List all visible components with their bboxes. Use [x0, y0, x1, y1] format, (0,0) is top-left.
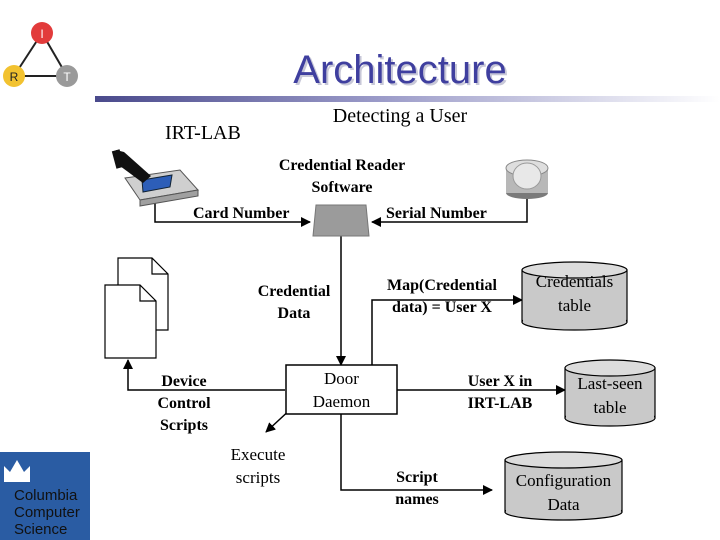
credentials-table-line1: Credentials [535, 272, 614, 291]
title-rule [95, 96, 720, 102]
last-seen-table-cylinder [564, 359, 656, 427]
serial-number-label: Serial Number [386, 205, 487, 222]
credential-data-label: Credential Data [244, 281, 344, 325]
irt-logo: I R T [3, 22, 78, 87]
map-credential-arrow [371, 295, 523, 365]
last-seen-table-line1: Last-seen [577, 374, 643, 393]
user-in-lab-line2: IRT-LAB [467, 395, 533, 412]
ibutton-reader-icon [505, 159, 549, 199]
door-daemon-label: Door Daemon [286, 367, 397, 413]
irt-node-i [31, 22, 53, 44]
last-seen-table-line2: table [593, 398, 627, 417]
reader-label-line1: Credential Reader [278, 157, 406, 174]
execute-scripts-line2: scripts [235, 468, 281, 487]
device-control-arrow [123, 359, 285, 391]
device-scripts-line2: Control [157, 395, 211, 412]
credential-data-line1: Credential [257, 283, 331, 300]
device-scripts-label: Device Control Scripts [148, 371, 220, 437]
card-number-arrow [154, 196, 311, 227]
user-in-lab-label: User X in IRT-LAB [450, 371, 550, 415]
script-documents-icon [104, 257, 169, 359]
slide-subtitle: Detecting a User [332, 105, 468, 127]
reader-label-line2: Software [311, 179, 373, 196]
columbia-logo-text: Columbia Computer Science [14, 487, 90, 538]
door-daemon-line1: Door [324, 369, 359, 388]
serial-number-arrow [371, 196, 528, 227]
credentials-table-cylinder [521, 261, 628, 331]
credentials-table-line2: table [557, 296, 592, 315]
map-label-line1: Map(Credential [387, 277, 497, 294]
irt-letter-t: T [63, 70, 71, 84]
card-reader-icon [111, 149, 199, 207]
credential-data-line2: Data [277, 305, 311, 322]
device-scripts-line3: Scripts [160, 417, 208, 434]
door-daemon-line2: Daemon [312, 392, 371, 411]
card-number-label: Card Number [193, 205, 290, 222]
device-scripts-line1: Device [161, 373, 207, 390]
logo-line-columbia: Columbia [14, 487, 78, 504]
reader-label: Credential Reader Software [262, 155, 422, 199]
irt-letter-r: R [10, 70, 19, 84]
configuration-data-line2: Data [547, 495, 580, 514]
execute-scripts-label: Execute scripts [218, 443, 298, 489]
map-label-line2: data) = User X [392, 299, 492, 316]
configuration-data-line1: Configuration [515, 471, 612, 490]
irt-letter-i: I [40, 27, 43, 41]
script-names-label: Script names [382, 467, 452, 511]
irt-node-r [3, 65, 25, 87]
script-names-line2: names [395, 491, 439, 508]
crown-icon [4, 460, 30, 482]
logo-line-science: Science [14, 521, 68, 538]
irt-node-t [56, 65, 78, 87]
logo-line-computer: Computer [14, 504, 80, 521]
lab-label: IRT-LAB [165, 122, 241, 144]
map-label: Map(Credential data) = User X [372, 275, 512, 319]
slide-title: Architecture [293, 48, 507, 92]
execute-scripts-line1: Execute [230, 445, 286, 464]
configuration-data-cylinder [504, 451, 623, 521]
script-names-line1: Script [396, 469, 438, 486]
reader-device-icon [312, 204, 370, 237]
door-daemon-box [285, 364, 398, 415]
user-in-lab-line1: User X in [467, 373, 533, 390]
script-names-arrow [340, 414, 493, 495]
